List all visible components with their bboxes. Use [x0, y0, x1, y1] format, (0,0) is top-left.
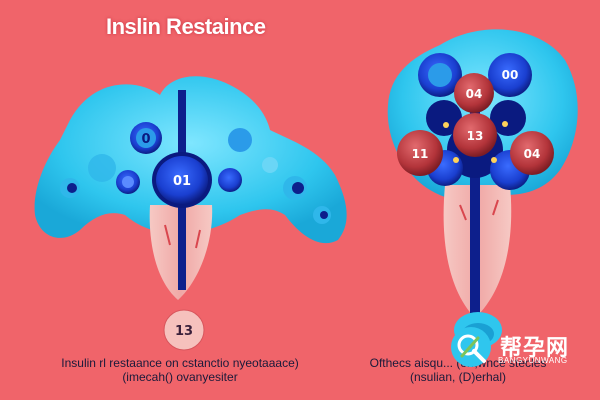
right-middle-label: 13: [467, 129, 484, 143]
right-red-middle: [453, 113, 497, 157]
right-red-top: [454, 73, 494, 113]
page-title: Inslin Restaince: [106, 14, 266, 39]
left-center-label: 01: [173, 174, 191, 189]
left-caption-line2: (imecah() ovanyesiter: [122, 370, 238, 384]
left-bottom-badge: [164, 310, 204, 350]
right-red-left: [397, 130, 443, 176]
right-right-label: 04: [524, 147, 541, 161]
right-top-label: 04: [466, 87, 483, 101]
left-figure: [34, 76, 347, 351]
right-topright-label: 00: [502, 68, 519, 82]
left-bottom-badge-label: 13: [175, 324, 193, 339]
right-red-right: [510, 131, 554, 175]
left-caption: Insulin rl restaance on cstanctio nyeota…: [40, 356, 320, 384]
left-caption-line1: Insulin rl restaance on cstanctio nyeota…: [61, 356, 299, 370]
right-cell-topright: [488, 53, 532, 97]
right-caption-line1: Ofthecs aisqu... (orr,wnce stecles: [369, 356, 547, 370]
right-figure: [387, 29, 578, 348]
right-caption: Ofthecs aisqu... (orr,wnce stecles (nsul…: [366, 356, 550, 384]
left-topleft-label: 0: [141, 132, 150, 147]
right-caption-line2: (nsulian, (D)erhal): [409, 370, 507, 384]
right-left-label: 11: [412, 147, 429, 161]
watermark-logo-icon: [451, 327, 491, 367]
watermark: 帮孕网 BANGYUNWANG: [448, 322, 598, 372]
watermark-en-text: BANGYUNWANG: [498, 356, 568, 365]
watermark-cn-text: 帮孕网: [500, 336, 570, 361]
